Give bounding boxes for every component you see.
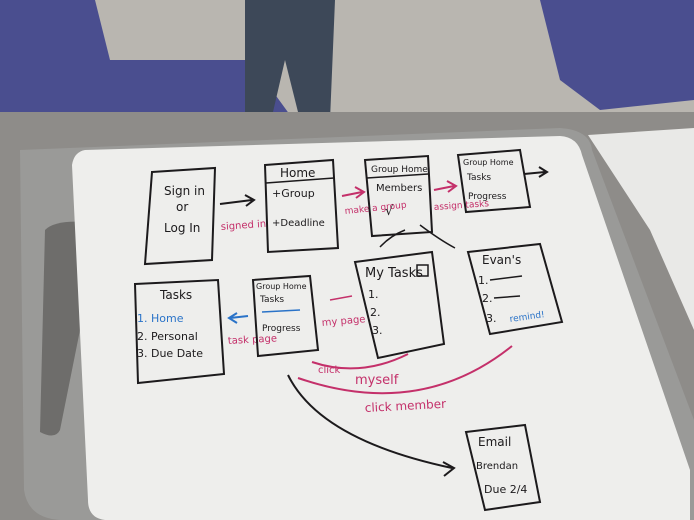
evans-title: Evan's: [482, 253, 521, 267]
mytasks-i3: 3.: [372, 324, 383, 337]
members-title: Group Home: [371, 165, 428, 175]
evans-i2: 2.: [482, 292, 493, 305]
arrow-4: [523, 166, 549, 178]
signin-line1: Sign in: [164, 184, 205, 198]
gh2-item1: Tasks: [259, 295, 284, 305]
person-legs: [245, 0, 335, 125]
email-l1: Email: [478, 435, 511, 449]
arrow-3: [433, 180, 458, 193]
sketch-tasks-progress: Group Home Tasks Progress: [456, 148, 532, 214]
evans-i1: 1.: [478, 274, 489, 287]
tasks-item3: 3. Due Date: [137, 347, 203, 360]
email-l2: Brendan: [476, 461, 518, 472]
label-my-page: my page: [321, 314, 366, 329]
label-task-page: task page: [228, 333, 278, 347]
label-click: click: [318, 365, 341, 376]
chair-left: [0, 0, 290, 130]
arrow-8: [329, 295, 353, 301]
members-check: √: [385, 204, 394, 219]
tp-item1: Tasks: [466, 173, 491, 183]
evans-i3: 3.: [486, 312, 497, 325]
gh2-title: Group Home: [256, 282, 307, 291]
evans-remind: remind!: [509, 310, 545, 325]
signin-line2: or: [176, 200, 188, 214]
pink-arrow-member: [297, 345, 513, 395]
home-item1: +Group: [272, 187, 315, 200]
chair-right: [540, 0, 694, 110]
sketch-members: Group Home Members √: [363, 154, 434, 238]
label-assign-tasks: assign tasks: [434, 199, 490, 213]
sketch-group-home-2: Group Home Tasks Progress: [251, 274, 320, 358]
sketch-evans: Evan's 1. 2. 3. remind!: [466, 242, 564, 336]
tasks-title: Tasks: [159, 288, 192, 302]
tasks-item2: 2. Personal: [137, 330, 198, 343]
mytasks-i1: 1.: [368, 288, 379, 301]
arrow-2: [341, 186, 366, 199]
second-board: [588, 128, 694, 330]
mytasks-i2: 2.: [370, 306, 381, 319]
tp-title: Group Home: [463, 158, 514, 167]
label-myself: myself: [355, 373, 399, 388]
board-surface: [72, 136, 690, 520]
sketch-email: Email Brendan Due 2/4: [464, 423, 542, 512]
label-click-member: click member: [364, 397, 446, 415]
home-title: Home: [280, 166, 315, 180]
sketch-my-tasks: My Tasks 1. 2. 3.: [353, 250, 446, 360]
arrow-to-email: [287, 374, 456, 477]
tp-item2: Progress: [468, 192, 507, 202]
home-item2: +Deadline: [272, 218, 325, 229]
sketch-home: Home +Group +Deadline: [263, 158, 340, 254]
checkbox-icon: [416, 264, 429, 277]
mytasks-title: My Tasks: [365, 266, 423, 281]
arrow-7: [227, 312, 249, 324]
signin-line3: Log In: [164, 221, 200, 235]
label-signed-in: signed in: [220, 219, 266, 233]
arrow-6: [379, 229, 406, 248]
pink-arrow-myself: [311, 353, 409, 370]
email-l3: Due 2/4: [484, 483, 527, 496]
gh2-item3: Progress: [262, 324, 301, 334]
members-item1: Members: [376, 183, 422, 194]
arrow-5: [419, 224, 456, 249]
sketch-tasks: Tasks 1. Home 2. Personal 3. Due Date: [133, 278, 226, 385]
tasks-item1: 1. Home: [137, 312, 184, 325]
sketch-signin: Sign in or Log In: [143, 166, 217, 266]
arrow-1: [219, 194, 256, 207]
